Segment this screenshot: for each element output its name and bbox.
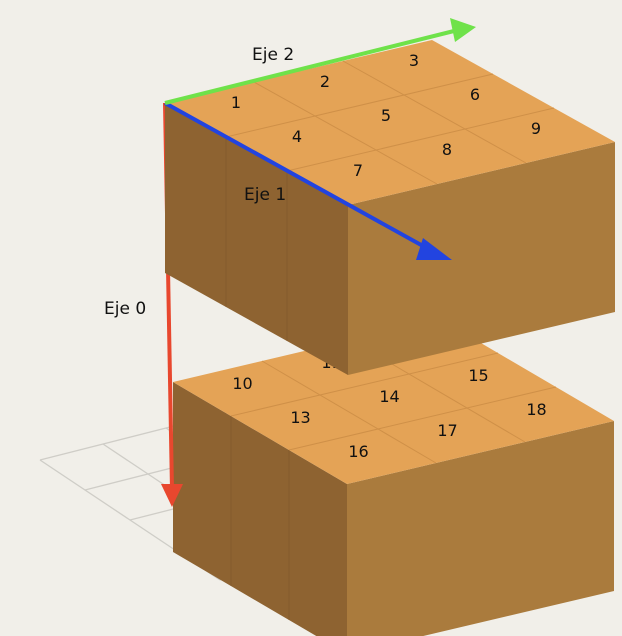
- cell-label-9: 9: [531, 119, 541, 138]
- axis-1-label: Eje 1: [244, 185, 286, 205]
- axis-2-arrow: [164, 18, 476, 105]
- cell-divider: [342, 60, 527, 164]
- cell-divider: [261, 360, 437, 464]
- cell-divider: [288, 386, 557, 451]
- cell-label-18: 18: [526, 400, 546, 419]
- cell-label-15: 15: [468, 366, 488, 385]
- cell-label-13: 13: [290, 408, 310, 427]
- cell-label-3: 3: [409, 51, 419, 70]
- cell-divider: [225, 73, 494, 138]
- cell-label-14: 14: [379, 387, 399, 406]
- cell-divider: [286, 107, 555, 172]
- axis-2-label: Eje 2: [252, 45, 294, 65]
- block-top-face: [173, 319, 614, 484]
- cell-divider: [230, 352, 499, 417]
- cell-label-2: 2: [320, 72, 330, 91]
- cell-divider: [253, 81, 438, 185]
- block-left-face: [165, 103, 348, 375]
- axis-1-arrow: [164, 101, 452, 260]
- cell-label-5: 5: [381, 106, 391, 125]
- cell-label-10: 10: [232, 374, 252, 393]
- cell-label-4: 4: [292, 127, 302, 146]
- cell-label-17: 17: [437, 421, 457, 440]
- cell-label-16: 16: [348, 442, 368, 461]
- axis-0-label: Eje 0: [104, 299, 146, 319]
- cell-label-8: 8: [442, 140, 452, 159]
- block-layer-1: 101112131415161718: [173, 319, 614, 636]
- block-left-face: [173, 382, 347, 636]
- block-front-face: [348, 142, 615, 375]
- cell-label-6: 6: [470, 85, 480, 104]
- block-front-face: [347, 421, 614, 636]
- cell-label-7: 7: [353, 161, 363, 180]
- cell-label-1: 1: [231, 93, 241, 112]
- block-layer-0: 1 2 3 4 5 6 7 8 9: [165, 40, 615, 375]
